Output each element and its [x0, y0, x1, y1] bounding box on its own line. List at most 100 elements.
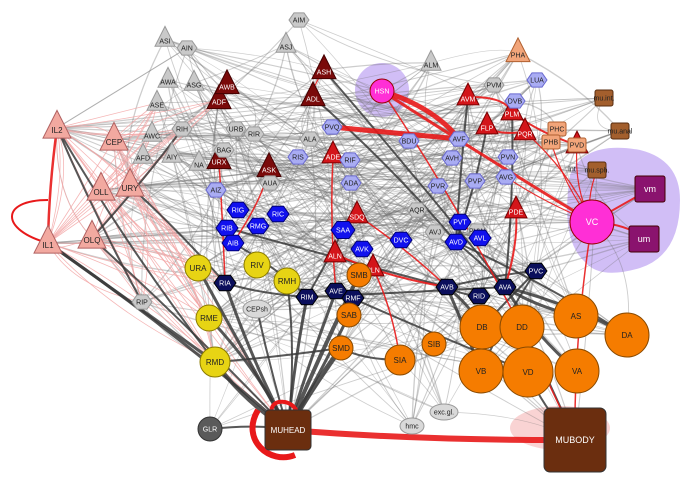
node-avm-triangle[interactable] — [456, 82, 480, 106]
node-flp-triangle[interactable] — [475, 111, 499, 135]
node-avf-hexagon[interactable] — [448, 131, 470, 147]
node-um-box[interactable] — [628, 225, 660, 253]
node-aiy-triangle[interactable] — [161, 141, 183, 163]
node-avh-hexagon[interactable] — [441, 150, 463, 166]
node-avg-hexagon[interactable] — [495, 169, 517, 185]
node-mubody-box[interactable] — [543, 407, 607, 473]
node-ala-hexagon[interactable] — [299, 131, 321, 147]
node-ris-hexagon[interactable] — [287, 149, 309, 165]
node-rif-hexagon[interactable] — [339, 152, 361, 168]
node-pqr-triangle[interactable] — [513, 117, 537, 141]
node-glr-circle[interactable] — [197, 416, 223, 442]
node-aiz-hexagon[interactable] — [205, 182, 227, 198]
node-asj-triangle[interactable] — [275, 31, 297, 53]
node-muhead-box[interactable] — [264, 409, 312, 451]
node-pvp-hexagon[interactable] — [464, 173, 486, 189]
node-sia-circle[interactable] — [384, 344, 416, 376]
node-rig-hexagon[interactable] — [226, 201, 250, 219]
node-exc-gl-ellipse[interactable] — [429, 403, 459, 421]
node-phb-box[interactable] — [541, 134, 561, 150]
node-avb-hexagon[interactable] — [435, 278, 459, 296]
node-dvc-hexagon[interactable] — [389, 231, 413, 249]
node-il1-triangle[interactable] — [33, 224, 63, 254]
node-da-circle[interactable] — [604, 312, 650, 358]
node-aln-triangle[interactable] — [323, 239, 347, 263]
node-ave-hexagon[interactable] — [324, 282, 348, 300]
node-dvb-hexagon[interactable] — [504, 93, 526, 109]
node-awa-triangle[interactable] — [157, 66, 179, 88]
node-mu-int-box[interactable] — [594, 89, 614, 107]
node-adf-triangle[interactable] — [206, 83, 232, 110]
node-avk-hexagon[interactable] — [350, 240, 374, 258]
node-cepsh-ellipse[interactable] — [242, 299, 272, 319]
node-rmd-circle[interactable] — [199, 346, 231, 378]
node-bdu-hexagon[interactable] — [398, 133, 420, 149]
node-rih-hexagon[interactable] — [171, 121, 193, 137]
node-ura-circle[interactable] — [184, 254, 212, 282]
node-asi-triangle[interactable] — [154, 25, 176, 47]
node-rir-hexagon[interactable] — [243, 126, 265, 142]
node-rip-hexagon[interactable] — [131, 294, 153, 310]
node-ric-hexagon[interactable] — [266, 205, 290, 223]
node-vd-circle[interactable] — [502, 346, 554, 398]
node-sab-circle[interactable] — [336, 302, 362, 328]
node-ria-hexagon[interactable] — [213, 274, 237, 292]
node-hsn-circle[interactable] — [369, 78, 395, 104]
node-lua-hexagon[interactable] — [526, 72, 548, 88]
node-avl-hexagon[interactable] — [468, 229, 492, 247]
node-rmh-circle[interactable] — [273, 267, 301, 295]
node-adl-triangle[interactable] — [300, 80, 326, 107]
node-saa-hexagon[interactable] — [330, 221, 356, 239]
node-il2-triangle[interactable] — [42, 109, 72, 139]
node-rim-hexagon[interactable] — [295, 288, 319, 306]
node-as-circle[interactable] — [553, 293, 599, 339]
node-smb-circle[interactable] — [346, 262, 372, 288]
node-rid-hexagon[interactable] — [467, 287, 491, 305]
node-pvt-hexagon[interactable] — [448, 213, 472, 231]
node-bag-hexagon[interactable] — [213, 142, 235, 158]
node-asg-triangle[interactable] — [183, 69, 205, 91]
node-ash-triangle[interactable] — [311, 53, 337, 80]
node-avd-hexagon[interactable] — [444, 233, 468, 251]
node-ain-hexagon[interactable] — [176, 40, 198, 56]
node-cep-triangle[interactable] — [99, 121, 129, 151]
node-plm-triangle[interactable] — [500, 97, 524, 121]
node-pvd-box[interactable] — [567, 137, 587, 153]
node-ury-triangle[interactable] — [115, 167, 145, 197]
node-ade-triangle[interactable] — [321, 140, 345, 164]
node-smd-circle[interactable] — [328, 335, 354, 361]
node-awb-triangle[interactable] — [214, 68, 240, 95]
node-afd-triangle[interactable] — [132, 142, 154, 164]
node-urb-hexagon[interactable] — [225, 121, 247, 137]
node-olq-triangle[interactable] — [77, 219, 107, 249]
node-rmg-hexagon[interactable] — [246, 217, 270, 235]
node-vc-circle[interactable] — [569, 199, 615, 245]
node-rmf-hexagon[interactable] — [341, 289, 365, 307]
node-rme-circle[interactable] — [195, 304, 223, 332]
node-na-triangle[interactable] — [188, 149, 210, 171]
node-pde-triangle[interactable] — [504, 195, 528, 219]
node-mu-anal-box[interactable] — [610, 122, 630, 140]
node-ase-triangle[interactable] — [146, 89, 168, 111]
node-pvc-hexagon[interactable] — [524, 262, 548, 280]
node-pvm-hexagon[interactable] — [483, 77, 505, 93]
node-hmc-ellipse[interactable] — [399, 417, 425, 435]
node-pha-triangle[interactable] — [505, 36, 531, 63]
node-ava-hexagon[interactable] — [493, 278, 517, 296]
node-aim-hexagon[interactable] — [288, 12, 310, 28]
node-aqr-hexagon[interactable] — [406, 202, 428, 218]
node-sdq-triangle[interactable] — [345, 200, 369, 224]
node-riv-circle[interactable] — [243, 251, 271, 279]
node-alm-triangle[interactable] — [420, 49, 442, 71]
node-aua-hexagon[interactable] — [259, 175, 281, 191]
node-sib-circle[interactable] — [421, 331, 447, 357]
node-oll-triangle[interactable] — [86, 171, 116, 201]
node-pvr-hexagon[interactable] — [427, 178, 449, 194]
node-aib-hexagon[interactable] — [221, 234, 245, 252]
node-awc-triangle[interactable] — [141, 120, 163, 142]
node-ada-hexagon[interactable] — [340, 175, 362, 191]
node-va-circle[interactable] — [554, 348, 600, 394]
node-pvn-hexagon[interactable] — [497, 149, 519, 165]
node-avj-hexagon[interactable] — [424, 224, 446, 240]
node-vm-box[interactable] — [634, 175, 666, 203]
